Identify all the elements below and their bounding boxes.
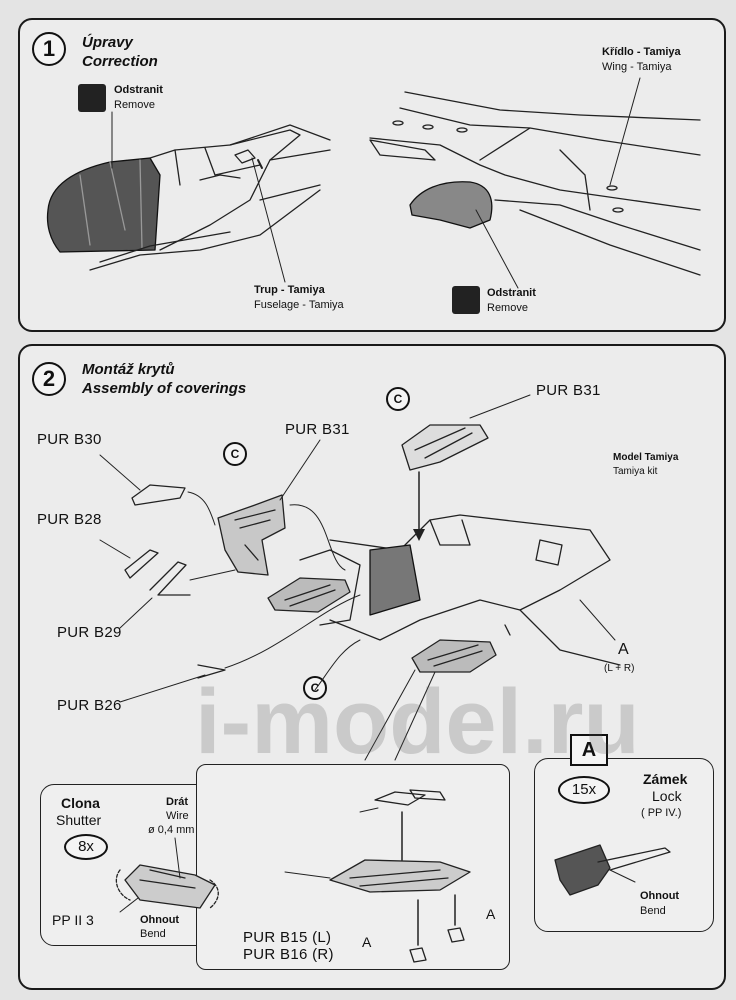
a-lower-left: A — [362, 934, 372, 950]
shutter-part-label: PP II 3 — [52, 912, 94, 928]
a-lower-right: A — [486, 906, 496, 922]
lock-count: 15x — [558, 776, 610, 804]
lock-bend-en: Bend — [640, 905, 666, 917]
part-b31-left-label: PUR B31 — [285, 421, 350, 438]
c-marker-2: C — [386, 387, 410, 411]
model-label-cz: Model Tamiya — [613, 452, 679, 463]
remove-left-en: Remove — [114, 99, 155, 111]
remove-right-en: Remove — [487, 302, 528, 314]
shutter-title-cz: Clona — [61, 795, 100, 811]
wire-dimension: ø 0,4 mm — [148, 824, 195, 836]
shutter-drawing — [115, 837, 219, 913]
wing-drawing — [369, 77, 701, 289]
shutter-bend-en: Bend — [140, 928, 166, 940]
remove-badge-icon — [78, 84, 106, 112]
lock-title-cz: Zámek — [643, 771, 688, 787]
fuselage-drawing — [46, 111, 331, 283]
step2-title-en: Assembly of coverings — [82, 380, 247, 397]
coverings-assembly-drawing — [99, 394, 621, 761]
lock-title-en: Lock — [652, 788, 682, 804]
part-b28-label: PUR B28 — [37, 511, 102, 528]
shutter-count: 8x — [64, 834, 108, 860]
part-b15-label: PUR B15 (L) — [243, 929, 332, 946]
step2-title-cz: Montáž krytů — [82, 361, 175, 378]
part-b16-label: PUR B16 (R) — [243, 946, 334, 963]
lock-bend-cz: Ohnout — [640, 890, 680, 902]
step1-title-en: Correction — [82, 53, 158, 70]
part-b31-right-label: PUR B31 — [536, 382, 601, 399]
c-marker-3: C — [303, 676, 327, 700]
wire-label-en: Wire — [166, 810, 189, 822]
wing-label-cz: Křídlo - Tamiya — [602, 46, 681, 58]
model-label-en: Tamiya kit — [613, 466, 658, 477]
remove-badge-icon — [452, 286, 480, 314]
a-lr-label: (L + R) — [604, 663, 635, 674]
part-b29-label: PUR B29 — [57, 624, 122, 641]
fuselage-label-cz: Trup - Tamiya — [254, 284, 325, 296]
step2-number: 2 — [32, 362, 66, 396]
lock-box-a: A — [570, 734, 608, 766]
remove-right-cz: Odstranit — [487, 287, 536, 299]
lock-part-label: ( PP IV.) — [641, 807, 682, 819]
part-b26-label: PUR B26 — [57, 697, 122, 714]
wire-label-cz: Drát — [166, 796, 189, 808]
part-b30-label: PUR B30 — [37, 431, 102, 448]
remove-left-cz: Odstranit — [114, 84, 163, 96]
step1-number: 1 — [32, 32, 66, 66]
watermark: i-model.ru — [195, 671, 640, 773]
lock-drawing — [554, 844, 671, 896]
step1-title-cz: Úpravy — [82, 34, 133, 51]
c-marker-1: C — [223, 442, 247, 466]
shutter-bend-cz: Ohnout — [140, 914, 180, 926]
fuselage-label-en: Fuselage - Tamiya — [254, 299, 344, 311]
a-label: A — [618, 641, 629, 658]
shutter-title-en: Shutter — [56, 812, 102, 828]
wing-label-en: Wing - Tamiya — [602, 61, 672, 73]
mount-drawing — [284, 789, 471, 963]
